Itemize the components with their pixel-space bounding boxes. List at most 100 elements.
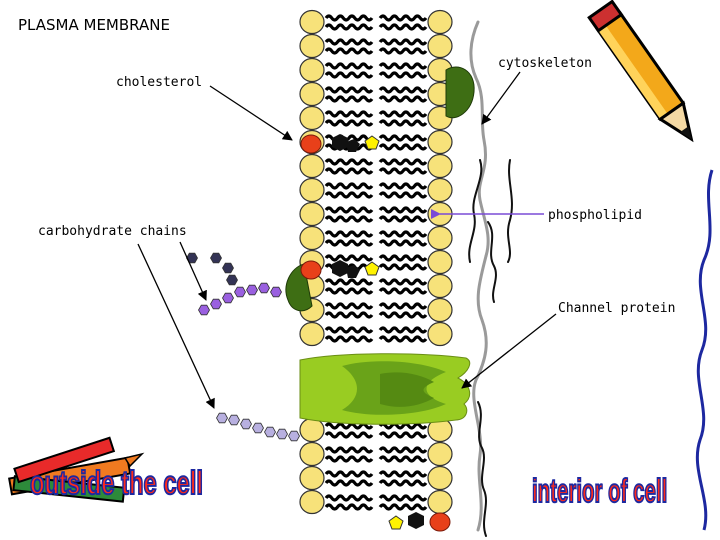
lipid-tail [324, 14, 374, 22]
lipid-head-inner [427, 9, 453, 35]
lipid-tail [324, 254, 374, 262]
lipid-head-outer [299, 177, 325, 203]
lipid-tail [324, 446, 374, 454]
lipid-tail [324, 503, 374, 511]
lipid-tail [324, 470, 374, 478]
crayons-icon [8, 436, 145, 503]
lipid-head-inner [427, 489, 453, 515]
interior-of-cell-wordart: interior of cell [531, 472, 668, 509]
lipid-tail [378, 455, 428, 463]
carbohydrate-unit [252, 422, 264, 434]
lipid-tail [324, 71, 374, 79]
lipid-tail [324, 287, 374, 295]
cholesterol-pentagon [364, 135, 380, 150]
lipid-tail [324, 119, 374, 127]
lipid-tail [378, 191, 428, 199]
carbohydrate-unit [216, 412, 228, 424]
lipid-head-outer [299, 153, 325, 179]
lipid-tail [324, 455, 374, 463]
lipid-tail [324, 422, 374, 430]
cholesterol-pentagon [388, 515, 404, 530]
lipid-tail [324, 431, 374, 439]
lipid-tail [378, 311, 428, 319]
cell-edge-line [695, 169, 714, 531]
lipid-head-inner [427, 177, 453, 203]
lipid-tail [378, 254, 428, 262]
lipid-tail [324, 23, 374, 31]
phospholipid-bilayer [299, 9, 453, 515]
lipid-tail [324, 47, 374, 55]
lipid-head-outer [299, 33, 325, 59]
carbohydrate-unit [198, 304, 210, 316]
lipid-tail [378, 167, 428, 175]
lipid-tail [324, 335, 374, 343]
label-arrows [137, 71, 557, 409]
lipid-tail [378, 215, 428, 223]
lipid-tail [378, 23, 428, 31]
lipid-tail [378, 47, 428, 55]
lipid-tail [378, 143, 428, 151]
cholesterol-head [300, 260, 322, 280]
lipid-tail [378, 71, 428, 79]
lipid-tail [378, 494, 428, 502]
carbohydrate-chains [186, 252, 300, 442]
lipid-head-outer [299, 201, 325, 227]
lipid-tail [324, 326, 374, 334]
channel-protein-label: Channel protein [558, 301, 676, 316]
lipid-head-inner [427, 129, 453, 155]
pencil-icon [587, 0, 694, 143]
lipid-tail [378, 422, 428, 430]
cytoskeleton-label: cytoskeleton [498, 56, 592, 71]
lipid-tail [378, 158, 428, 166]
cholesterol-label: cholesterol [116, 75, 203, 90]
lipid-tail [378, 62, 428, 70]
lipid-head-inner [427, 153, 453, 179]
lipid-tail [324, 215, 374, 223]
lipid-tail [324, 182, 374, 190]
lipid-tail [324, 311, 374, 319]
carbohydrate-unit [246, 284, 258, 296]
lipid-tail [324, 191, 374, 199]
carbohydrate-chains-label: carbohydrate chains [38, 224, 187, 239]
lipid-tail [378, 335, 428, 343]
peripheral-protein-top [445, 66, 475, 119]
lipid-tail [378, 503, 428, 511]
lipid-tail [324, 239, 374, 247]
lipid-tail [324, 167, 374, 175]
cholesterol-head [429, 512, 451, 532]
lipid-head-outer [299, 9, 325, 35]
lipid-head-outer [299, 81, 325, 107]
lipid-head-outer [299, 417, 325, 443]
carbohydrate-unit [264, 426, 276, 438]
lipid-tail [378, 239, 428, 247]
channel-protein [299, 353, 471, 425]
cholesterol-molecules [300, 134, 451, 532]
lipid-head-inner [427, 225, 453, 251]
lipid-tail [378, 134, 428, 142]
lipid-tail [378, 431, 428, 439]
lipid-head-inner [427, 441, 453, 467]
carbohydrate-unit [210, 252, 222, 264]
lipid-head-inner [427, 321, 453, 347]
lipid-tail [378, 38, 428, 46]
carbohydrate-unit [276, 428, 288, 440]
cytoskeleton-fibers [468, 20, 513, 537]
carbohydrate-unit [270, 286, 282, 298]
cholesterol-head [300, 134, 322, 154]
lipid-tail [324, 95, 374, 103]
lipid-head-outer [299, 57, 325, 83]
lipid-tail [378, 206, 428, 214]
carbohydrate-unit [228, 414, 240, 426]
lipid-head-inner [427, 273, 453, 299]
carbohydrate-unit [222, 292, 234, 304]
lipid-tail [378, 95, 428, 103]
lipid-tail [324, 158, 374, 166]
lipid-tail [324, 110, 374, 118]
lipid-head-inner [427, 249, 453, 275]
lipid-tail [378, 86, 428, 94]
lipid-tail [378, 302, 428, 310]
lipid-tail [378, 263, 428, 271]
lipid-head-outer [299, 465, 325, 491]
carbohydrate-unit [258, 282, 270, 294]
lipid-tail [324, 62, 374, 70]
